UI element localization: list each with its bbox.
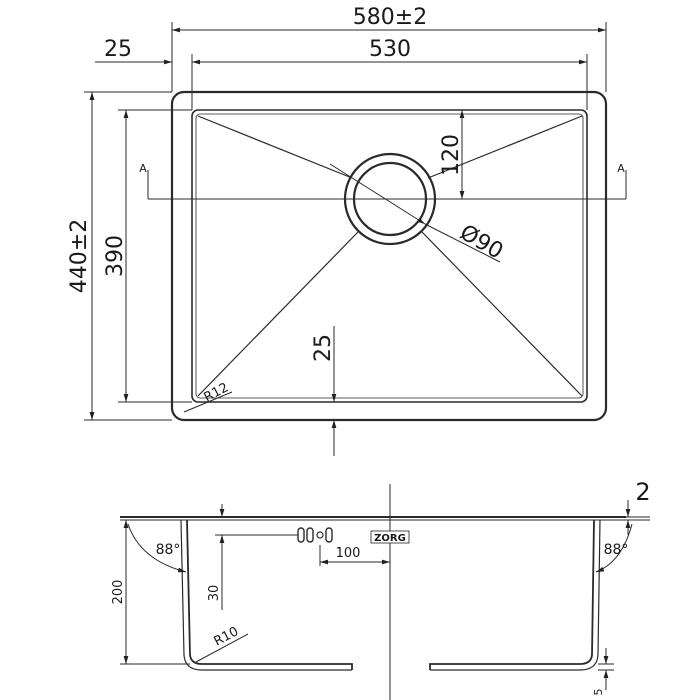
section-label-left: A — [139, 162, 147, 175]
overflow-holes — [297, 527, 333, 543]
dim-inner-height: 390 — [103, 235, 128, 277]
dim-drain-offset: 120 — [439, 134, 464, 176]
dim-overflow-depth: 30 — [207, 585, 222, 602]
dim-flange-drop: 5 — [592, 689, 605, 696]
brand-logo-text: ZORG — [374, 533, 406, 544]
bowl-wall-left — [186, 519, 353, 670]
dim-drain-diameter: Ø90 — [455, 220, 507, 264]
top-view: A A 580±2 25 530 440±2 390 120 Ø90 — [67, 5, 627, 456]
side-view: ZORG 100 30 200 88° 88° 2 R10 — [111, 478, 651, 700]
dim-overall-width: 580±2 — [353, 5, 427, 30]
dim-front-offset: 25 — [311, 334, 336, 362]
inner-bowl — [191, 109, 588, 403]
dim-overall-height: 440±2 — [67, 219, 92, 293]
bowl-wall-right — [429, 519, 595, 670]
outer-rim — [170, 90, 608, 422]
brand-logo: ZORG — [370, 530, 410, 544]
dim-flange-left: 25 — [104, 37, 132, 62]
dim-angle-left: 88° — [156, 542, 181, 558]
dim-overflow-offset: 100 — [336, 546, 361, 561]
dim-depth: 200 — [111, 580, 126, 605]
section-label-right: A — [617, 162, 625, 175]
dim-inner-width: 530 — [369, 37, 411, 62]
dim-thickness: 2 — [635, 478, 650, 506]
dim-angle-right: 88° — [604, 542, 629, 558]
